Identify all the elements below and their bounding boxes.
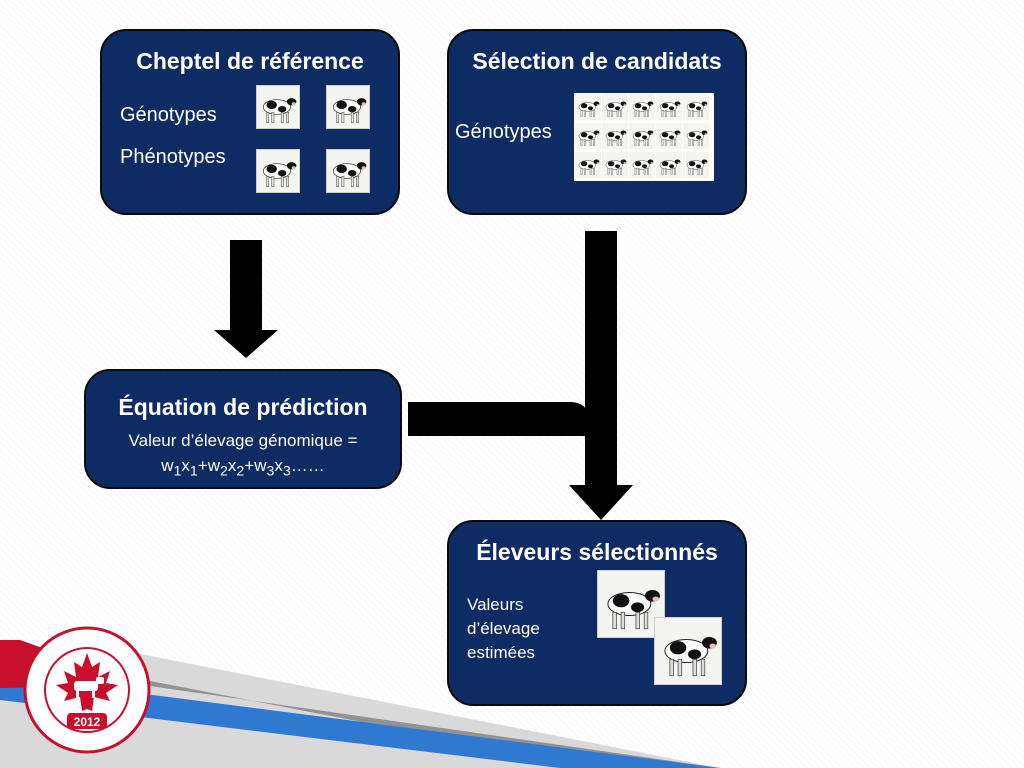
cow-icon xyxy=(654,617,722,685)
reference-genotypes-label: Génotypes xyxy=(120,104,217,126)
cow-icon xyxy=(256,149,300,193)
cow-icon xyxy=(629,123,655,149)
cow-icon xyxy=(575,94,601,120)
logo-year: 2012 xyxy=(74,715,101,729)
cow-icon xyxy=(683,123,709,149)
cow-icon xyxy=(575,123,601,149)
cow-icon xyxy=(256,85,300,129)
estimated-values-line2: d’élevage xyxy=(467,619,540,638)
candidate-selection-title: Sélection de candidats xyxy=(472,48,722,74)
cow-icon xyxy=(326,149,370,193)
prediction-formula-line2: w1x1+w2x2+w3x3…… xyxy=(161,456,325,480)
cow-icon xyxy=(597,570,665,638)
cow-silhouette-icon xyxy=(74,677,104,698)
selected-breeders-box: Éleveurs sélectionnés Valeurs d’élevage … xyxy=(447,520,747,706)
cow-icon xyxy=(656,123,682,149)
cow-icon xyxy=(683,152,709,178)
reference-phenotypes-label: Phénotypes xyxy=(120,146,226,168)
prediction-formula-line1: Valeur d’élevage génomique = xyxy=(128,431,358,450)
candidate-selection-box: Sélection de candidats Génotypes xyxy=(447,29,747,215)
cow-icon xyxy=(602,152,628,178)
prediction-equation-box: Équation de prédiction Valeur d’élevage … xyxy=(84,369,402,489)
cow-icon xyxy=(656,94,682,120)
arrow-connector-curve xyxy=(536,402,590,436)
candidate-genotypes-label: Génotypes xyxy=(455,121,552,143)
estimated-values-line1: Valeurs xyxy=(467,595,524,614)
cow-icon xyxy=(629,94,655,120)
cow-icon xyxy=(683,94,709,120)
cow-icon xyxy=(602,94,628,120)
prediction-equation-title: Équation de prédiction xyxy=(118,394,368,420)
cow-icon xyxy=(629,152,655,178)
cow-icon xyxy=(602,123,628,149)
arrow-down-long-icon xyxy=(569,231,633,520)
reference-herd-title: Cheptel de référence xyxy=(136,48,364,74)
selected-breeders-title: Éleveurs sélectionnés xyxy=(476,539,718,565)
candidate-cow-grid xyxy=(574,93,714,181)
cow-icon xyxy=(326,85,370,129)
arrow-connector-horizontal xyxy=(408,402,538,436)
cow-icon xyxy=(575,152,601,178)
estimated-values-line3: estimées xyxy=(467,643,536,662)
reference-herd-box: Cheptel de référence Génotypes Phénotype… xyxy=(100,29,400,215)
world-holstein-conference-logo: 2012 xyxy=(23,626,151,754)
cow-icon xyxy=(656,152,682,178)
arrow-down-icon xyxy=(214,240,278,358)
